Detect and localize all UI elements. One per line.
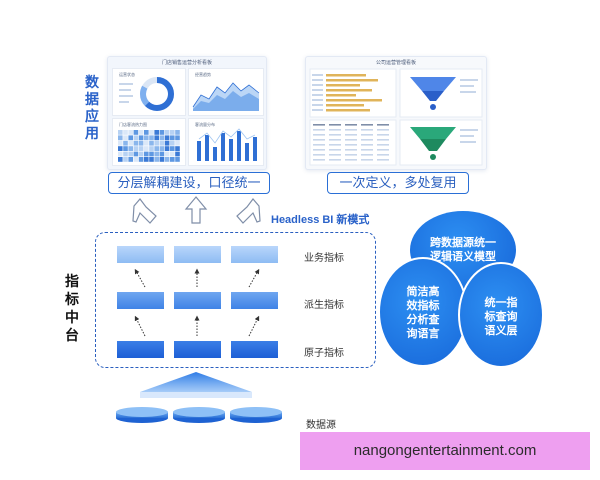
atomic-metric-label: 原子指标 [304,348,344,359]
dashboard-title: 公司运营管理看板 [375,60,416,66]
metrics-platform-char: 指 [65,273,79,289]
metrics-platform-char: 台 [65,327,79,343]
dashboard-title: 门店销售运营分析看板 [161,60,212,66]
derived-metric-block [174,292,221,309]
dashboard-tile: 运营状态 [112,68,186,116]
headless-bi-title: Headless BI 新模式 [271,214,370,226]
metrics-platform-char: 中 [65,309,79,325]
banner-layered-decoupling: 分层解耦建设，口径统一 [108,172,270,194]
circle-text: 询语言 [406,328,440,340]
circle-text: 效指标 [406,300,440,312]
bar-chart-thumbnail [197,128,257,161]
data-application-label: 数 据 应 用 [84,74,100,142]
management-dashboard-thumbnail [309,68,483,166]
circle-query-language: 简洁高 效指标 分析查 询语言 [378,257,468,367]
tile-title: 运营状态 [119,72,135,77]
circle-text: 简洁高 [406,286,440,298]
metrics-platform-label: 指 标 中 台 [64,272,80,344]
donut-chart-thumbnail [119,77,174,111]
dashboard-preview-left: 门店销售运营分析看板 运营状态 经营趋势 门店客流热力图 客流量分布 [107,56,267,170]
dashboard-tile: 经营趋势 [188,68,264,116]
heatmap-thumbnail [118,130,180,162]
database-disk-icon [230,407,282,423]
derived-metric-block [117,292,164,309]
dashboard-tile: 门店客流热力图 [112,118,186,166]
data-application-char: 据 [85,91,99,107]
data-source-label: 数据源 [306,420,336,431]
database-disk-icon [116,407,168,423]
business-metric-label: 业务指标 [304,253,344,264]
area-chart-thumbnail [192,82,260,111]
headless-bi-container [95,232,376,368]
up-right-arrow-icon [236,198,261,224]
dashboard-tile: 客流量分布 [188,118,264,166]
banner-define-once-reuse: 一次定义，多处复用 [327,172,469,194]
data-application-char: 应 [85,108,99,124]
up-arrow-icon [184,196,208,224]
circle-text: 跨数据源统一 [430,237,496,249]
tile-title: 客流量分布 [195,122,215,127]
up-left-arrow-icon [132,198,157,224]
metrics-platform-char: 标 [65,291,79,307]
business-metric-block [231,246,278,263]
atomic-metric-block [231,341,278,358]
dashboard-preview-right: 公司运营管理看板 [305,56,487,170]
circle-text: 统一指 [484,297,518,309]
database-disk-icon [173,407,225,423]
derived-metric-label: 派生指标 [304,300,344,311]
atomic-metric-block [117,341,164,358]
circle-text: 逻辑语义模型 [430,251,496,263]
circle-semantic-layer: 统一指 标查询 语义层 [458,262,544,368]
data-application-char: 数 [85,74,99,90]
circle-text: 标查询 [484,311,518,323]
business-metric-block [117,246,164,263]
tile-title: 门店客流热力图 [119,122,147,127]
watermark-banner: nangongentertainment.com [300,432,590,470]
data-application-char: 用 [85,125,99,141]
circle-text: 语义层 [484,325,518,337]
tile-title: 经营趋势 [195,72,211,77]
circle-text: 分析查 [406,314,440,326]
derived-metric-block [231,292,278,309]
atomic-metric-block [174,341,221,358]
business-metric-block [174,246,221,263]
